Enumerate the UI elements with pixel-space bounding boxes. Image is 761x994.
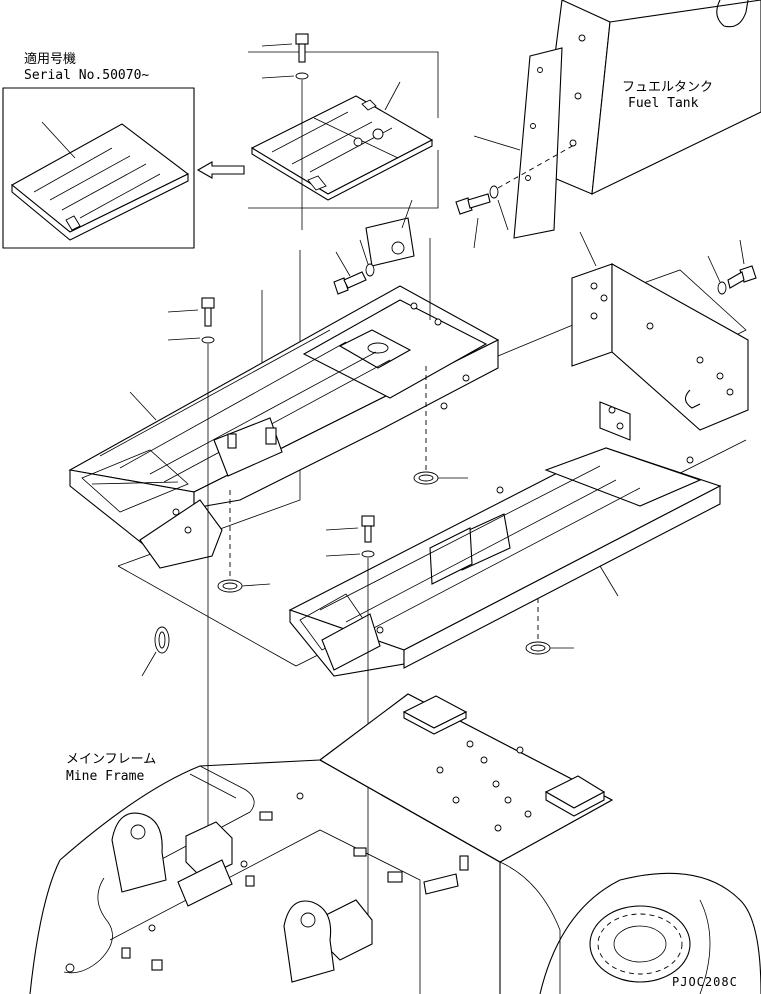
floor-plate [248, 51, 439, 209]
track-sprocket [539, 872, 761, 994]
fuel-tank-label-en: Fuel Tank [628, 96, 699, 111]
bracket-right [571, 231, 749, 431]
main-frame-label-jp: メインフレーム [66, 752, 157, 767]
bolt-top [261, 33, 309, 230]
bolt-bracket [455, 143, 577, 249]
bolt-cover [333, 239, 375, 295]
cover-plate [365, 199, 415, 267]
drawing-code: PJOC208C [672, 975, 738, 989]
bolt-left [167, 297, 215, 830]
bolt-right [707, 239, 757, 295]
frame-left [68, 238, 581, 569]
inset-box [2, 87, 195, 249]
main-frame [29, 693, 614, 994]
arrow-to-inset [196, 161, 245, 179]
serial-label-en: Serial No.50070~ [24, 68, 150, 83]
serial-label-jp: 適用号機 [24, 52, 77, 67]
fuel-tank-label-jp: フュエルタンク [622, 80, 714, 95]
grommets [141, 366, 574, 677]
main-frame-label-en: Mine Frame [66, 769, 145, 784]
tank-bracket [473, 47, 563, 239]
frame-right [117, 401, 747, 677]
